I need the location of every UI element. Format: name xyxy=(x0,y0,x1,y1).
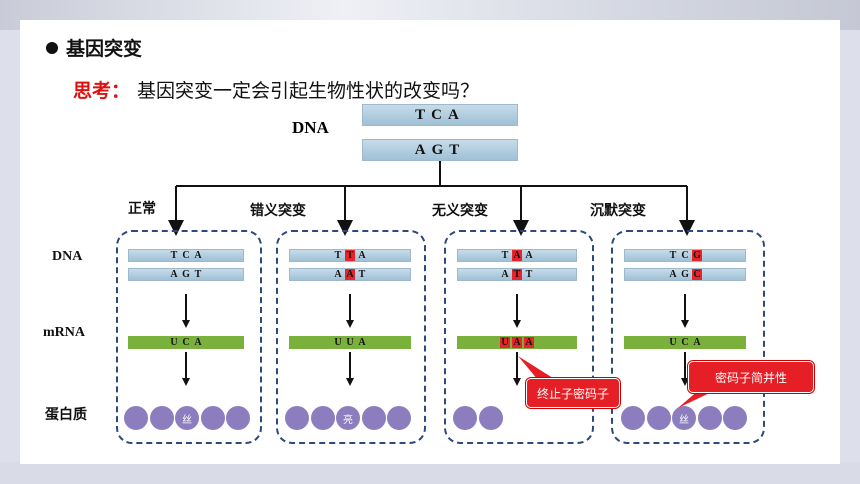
base-letter: T xyxy=(525,269,533,280)
slide-heading: 基因突变 xyxy=(66,38,143,60)
codon-letter: U xyxy=(334,337,342,348)
base-letter: A xyxy=(345,269,355,280)
base-letter: G xyxy=(681,269,689,280)
codon-letter: C xyxy=(182,337,190,348)
base-letter: A xyxy=(501,269,509,280)
codon-letter: U xyxy=(346,337,354,348)
base-letter: A xyxy=(194,250,202,261)
case-title: 沉默突变 xyxy=(590,203,646,219)
amino-acid-circle xyxy=(285,406,309,430)
amino-acid-circle xyxy=(200,406,225,430)
base-letter: A xyxy=(358,250,366,261)
case-box xyxy=(611,230,765,444)
base-letter: A xyxy=(512,250,522,261)
footer-background xyxy=(0,462,860,484)
amino-acid-circle xyxy=(621,406,645,430)
amino-acid-circle xyxy=(646,406,671,430)
callout-box: 密码子简并性 xyxy=(688,361,814,393)
base-letter: T xyxy=(345,250,355,261)
case-box xyxy=(444,230,594,444)
base-letter: C xyxy=(681,250,689,261)
question-text: 基因突变一定会引起生物性状的改变吗？ xyxy=(137,80,480,102)
amino-acid-circle: 亮 xyxy=(336,406,360,430)
amino-acid-circle xyxy=(361,406,386,430)
flow-arrows xyxy=(681,294,689,386)
base-letter: C xyxy=(692,269,702,280)
base-letter: T xyxy=(449,141,466,158)
base-letter: A xyxy=(170,269,178,280)
case-title: 正常 xyxy=(128,201,156,217)
amino-acid-circle: 丝 xyxy=(175,406,199,430)
callout-box: 终止子密码子 xyxy=(526,378,620,408)
case-box xyxy=(116,230,262,444)
base-letter: T xyxy=(194,269,202,280)
base-letter: T xyxy=(512,269,522,280)
codon-letter: C xyxy=(681,337,689,348)
base-letter: A xyxy=(414,141,432,158)
top-dna-label: DNA xyxy=(292,118,329,137)
codon-letter: A xyxy=(194,337,202,348)
amino-acid-circle xyxy=(697,406,722,430)
amino-acid-circle xyxy=(226,406,250,430)
base-letter: T xyxy=(415,106,432,123)
flow-arrows xyxy=(346,294,354,386)
base-letter: T xyxy=(669,250,677,261)
base-letter: T xyxy=(170,250,178,261)
codon-letter: A xyxy=(693,337,701,348)
base-letter: A xyxy=(525,250,533,261)
question-label: 思考： xyxy=(73,80,131,102)
row-label-protein: 蛋白质 xyxy=(45,407,87,423)
base-letter: A xyxy=(669,269,677,280)
codon-letter: A xyxy=(358,337,366,348)
base-letter: G xyxy=(182,269,190,280)
codon-letter: U xyxy=(500,337,510,348)
base-letter: T xyxy=(358,269,366,280)
base-letter: T xyxy=(334,250,342,261)
base-letter: A xyxy=(448,106,465,123)
base-letter: C xyxy=(431,106,448,123)
base-letter: C xyxy=(182,250,190,261)
flow-arrows xyxy=(182,294,190,386)
amino-acid-circle xyxy=(453,406,477,430)
amino-acid-circle: 丝 xyxy=(672,406,696,430)
codon-letter: A xyxy=(524,337,534,348)
row-label-mrna: mRNA xyxy=(43,325,85,340)
case-title: 错义突变 xyxy=(250,203,306,219)
codon-letter: A xyxy=(512,337,522,348)
flow-arrows xyxy=(513,294,521,386)
bullet-icon xyxy=(46,42,58,54)
codon-letter: U xyxy=(170,337,178,348)
base-letter: A xyxy=(334,269,342,280)
amino-acid-circle xyxy=(723,406,747,430)
case-title: 无义突变 xyxy=(432,203,488,219)
base-letter: T xyxy=(501,250,509,261)
amino-acid-circle xyxy=(149,406,174,430)
codon-letter: U xyxy=(669,337,677,348)
amino-acid-circle xyxy=(124,406,148,430)
amino-acid-circle xyxy=(478,406,503,430)
base-letter: G xyxy=(431,141,450,158)
amino-acid-circle xyxy=(310,406,335,430)
case-box xyxy=(276,230,426,444)
amino-acid-circle xyxy=(387,406,411,430)
row-label-dna: DNA xyxy=(52,249,83,264)
base-letter: G xyxy=(692,250,702,261)
